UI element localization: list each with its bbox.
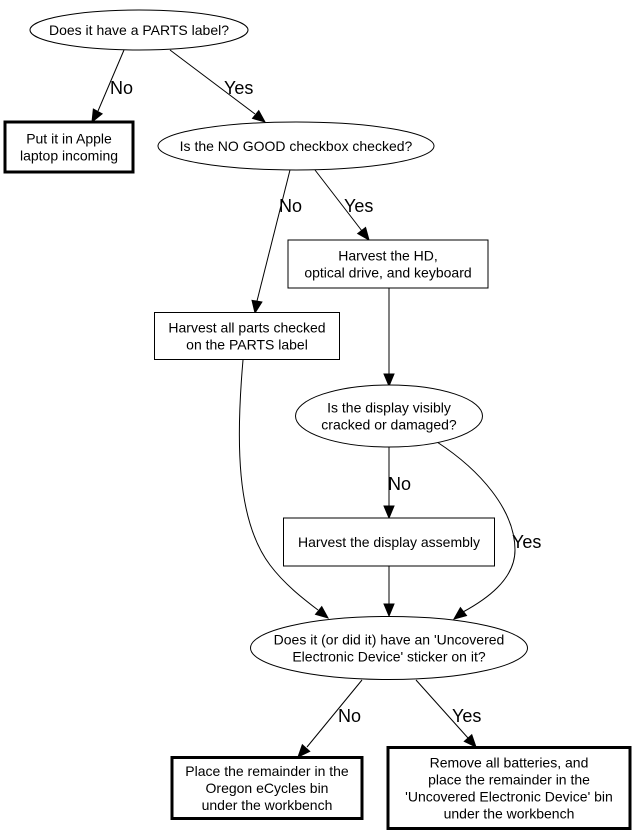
edge-harvest_display-to-ued_sticker (383, 566, 395, 618)
arrowhead-icon (383, 505, 395, 520)
node-text-line: Put it in Apple (26, 131, 112, 147)
edge-line (436, 441, 516, 613)
process-box (154, 312, 340, 360)
node-text-line: Does it have a PARTS label? (49, 22, 229, 38)
node-text-line: Harvest all parts checked (168, 320, 325, 336)
node-text-line: laptop incoming (20, 148, 118, 164)
edge-label-no: No (388, 474, 411, 494)
edge-label-yes: Yes (512, 532, 541, 552)
node-text-line: Harvest the display assembly (298, 534, 480, 550)
node-text-line: Is the NO GOOD checkbox checked? (180, 138, 413, 154)
arrowhead-icon (452, 606, 468, 620)
edge-parts_label-to-no_good (169, 49, 267, 123)
edge-ued_sticker-to-ued_bin (415, 679, 477, 748)
arrowhead-icon (356, 226, 370, 242)
arrowhead-icon (91, 108, 104, 124)
node-text-line: Electronic Device' sticker on it? (292, 649, 486, 665)
edge-display_cracked-to-harvest_display (383, 447, 395, 520)
node-text-line: Harvest the HD, (338, 248, 438, 264)
edge-harvest_parts-to-ued_sticker (238, 359, 330, 619)
decision-ellipse (295, 384, 483, 448)
process-box (287, 239, 489, 289)
arrowhead-icon (297, 743, 311, 758)
edge-line (415, 679, 469, 739)
edges-layer (91, 49, 516, 758)
node-text-line: optical drive, and keyboard (304, 265, 471, 281)
arrowhead-icon (383, 373, 395, 388)
edge-display_cracked-to-ued_sticker (436, 441, 516, 620)
node-text-line: Is the display visibly (327, 400, 451, 416)
edge-harvest_hd-to-display_cracked (383, 288, 395, 388)
node-no-good: Is the NO GOOD checkbox checked? (157, 121, 435, 171)
edge-parts_label-to-apple_incoming (91, 49, 125, 124)
edge-label-yes: Yes (452, 706, 481, 726)
edge-no_good-to-harvest_hd (314, 169, 370, 242)
arrowhead-icon (251, 109, 267, 123)
edge-line (256, 169, 291, 302)
node-text-line: cracked or damaged? (321, 417, 457, 433)
node-ued-sticker: Does it (or did it) have an 'UncoveredEl… (250, 616, 528, 680)
edge-label-no: No (279, 196, 302, 216)
node-harvest-hd: Harvest the HD,optical drive, and keyboa… (287, 239, 489, 289)
edge-line (169, 49, 256, 115)
terminal-box (386, 746, 632, 830)
edge-label-yes: Yes (344, 196, 373, 216)
node-harvest-display: Harvest the display assembly (283, 517, 495, 567)
edge-ued_sticker-to-ecycles_bin (297, 679, 363, 758)
edge-line (314, 169, 363, 232)
node-text-line: Oregon eCycles bin (206, 780, 329, 796)
arrowhead-icon (383, 603, 395, 618)
edge-line (97, 49, 125, 112)
decision-ellipse (157, 121, 435, 171)
node-text-line: under the workbench (202, 797, 333, 813)
node-text-line: place the remainder in the (428, 772, 590, 788)
terminal-box (3, 120, 135, 174)
node-text-line: Does it (or did it) have an 'Uncovered (274, 632, 505, 648)
nodes-layer: Does it have a PARTS label? Put it in App… (3, 9, 632, 830)
arrowhead-icon (314, 605, 330, 619)
edge-label-yes: Yes (224, 78, 253, 98)
process-box (283, 517, 495, 567)
node-text-line: on the PARTS label (186, 337, 308, 353)
arrowhead-icon (251, 299, 263, 315)
decision-ellipse (250, 616, 528, 680)
edge-label-no: No (110, 78, 133, 98)
node-text-line: Remove all batteries, and (430, 755, 589, 771)
edge-no_good-to-harvest_parts (251, 169, 291, 315)
edge-line (306, 679, 363, 748)
arrowhead-icon (463, 733, 477, 748)
node-text-line: Place the remainder in the (185, 763, 349, 779)
node-text-line: 'Uncovered Electronic Device' bin (405, 789, 613, 805)
node-text-line: under the workbench (444, 806, 575, 822)
decision-ellipse (29, 9, 249, 51)
edge-label-no: No (338, 706, 361, 726)
terminal-box (170, 756, 364, 820)
node-parts-label: Does it have a PARTS label? (29, 9, 249, 51)
edge-line (238, 359, 319, 611)
